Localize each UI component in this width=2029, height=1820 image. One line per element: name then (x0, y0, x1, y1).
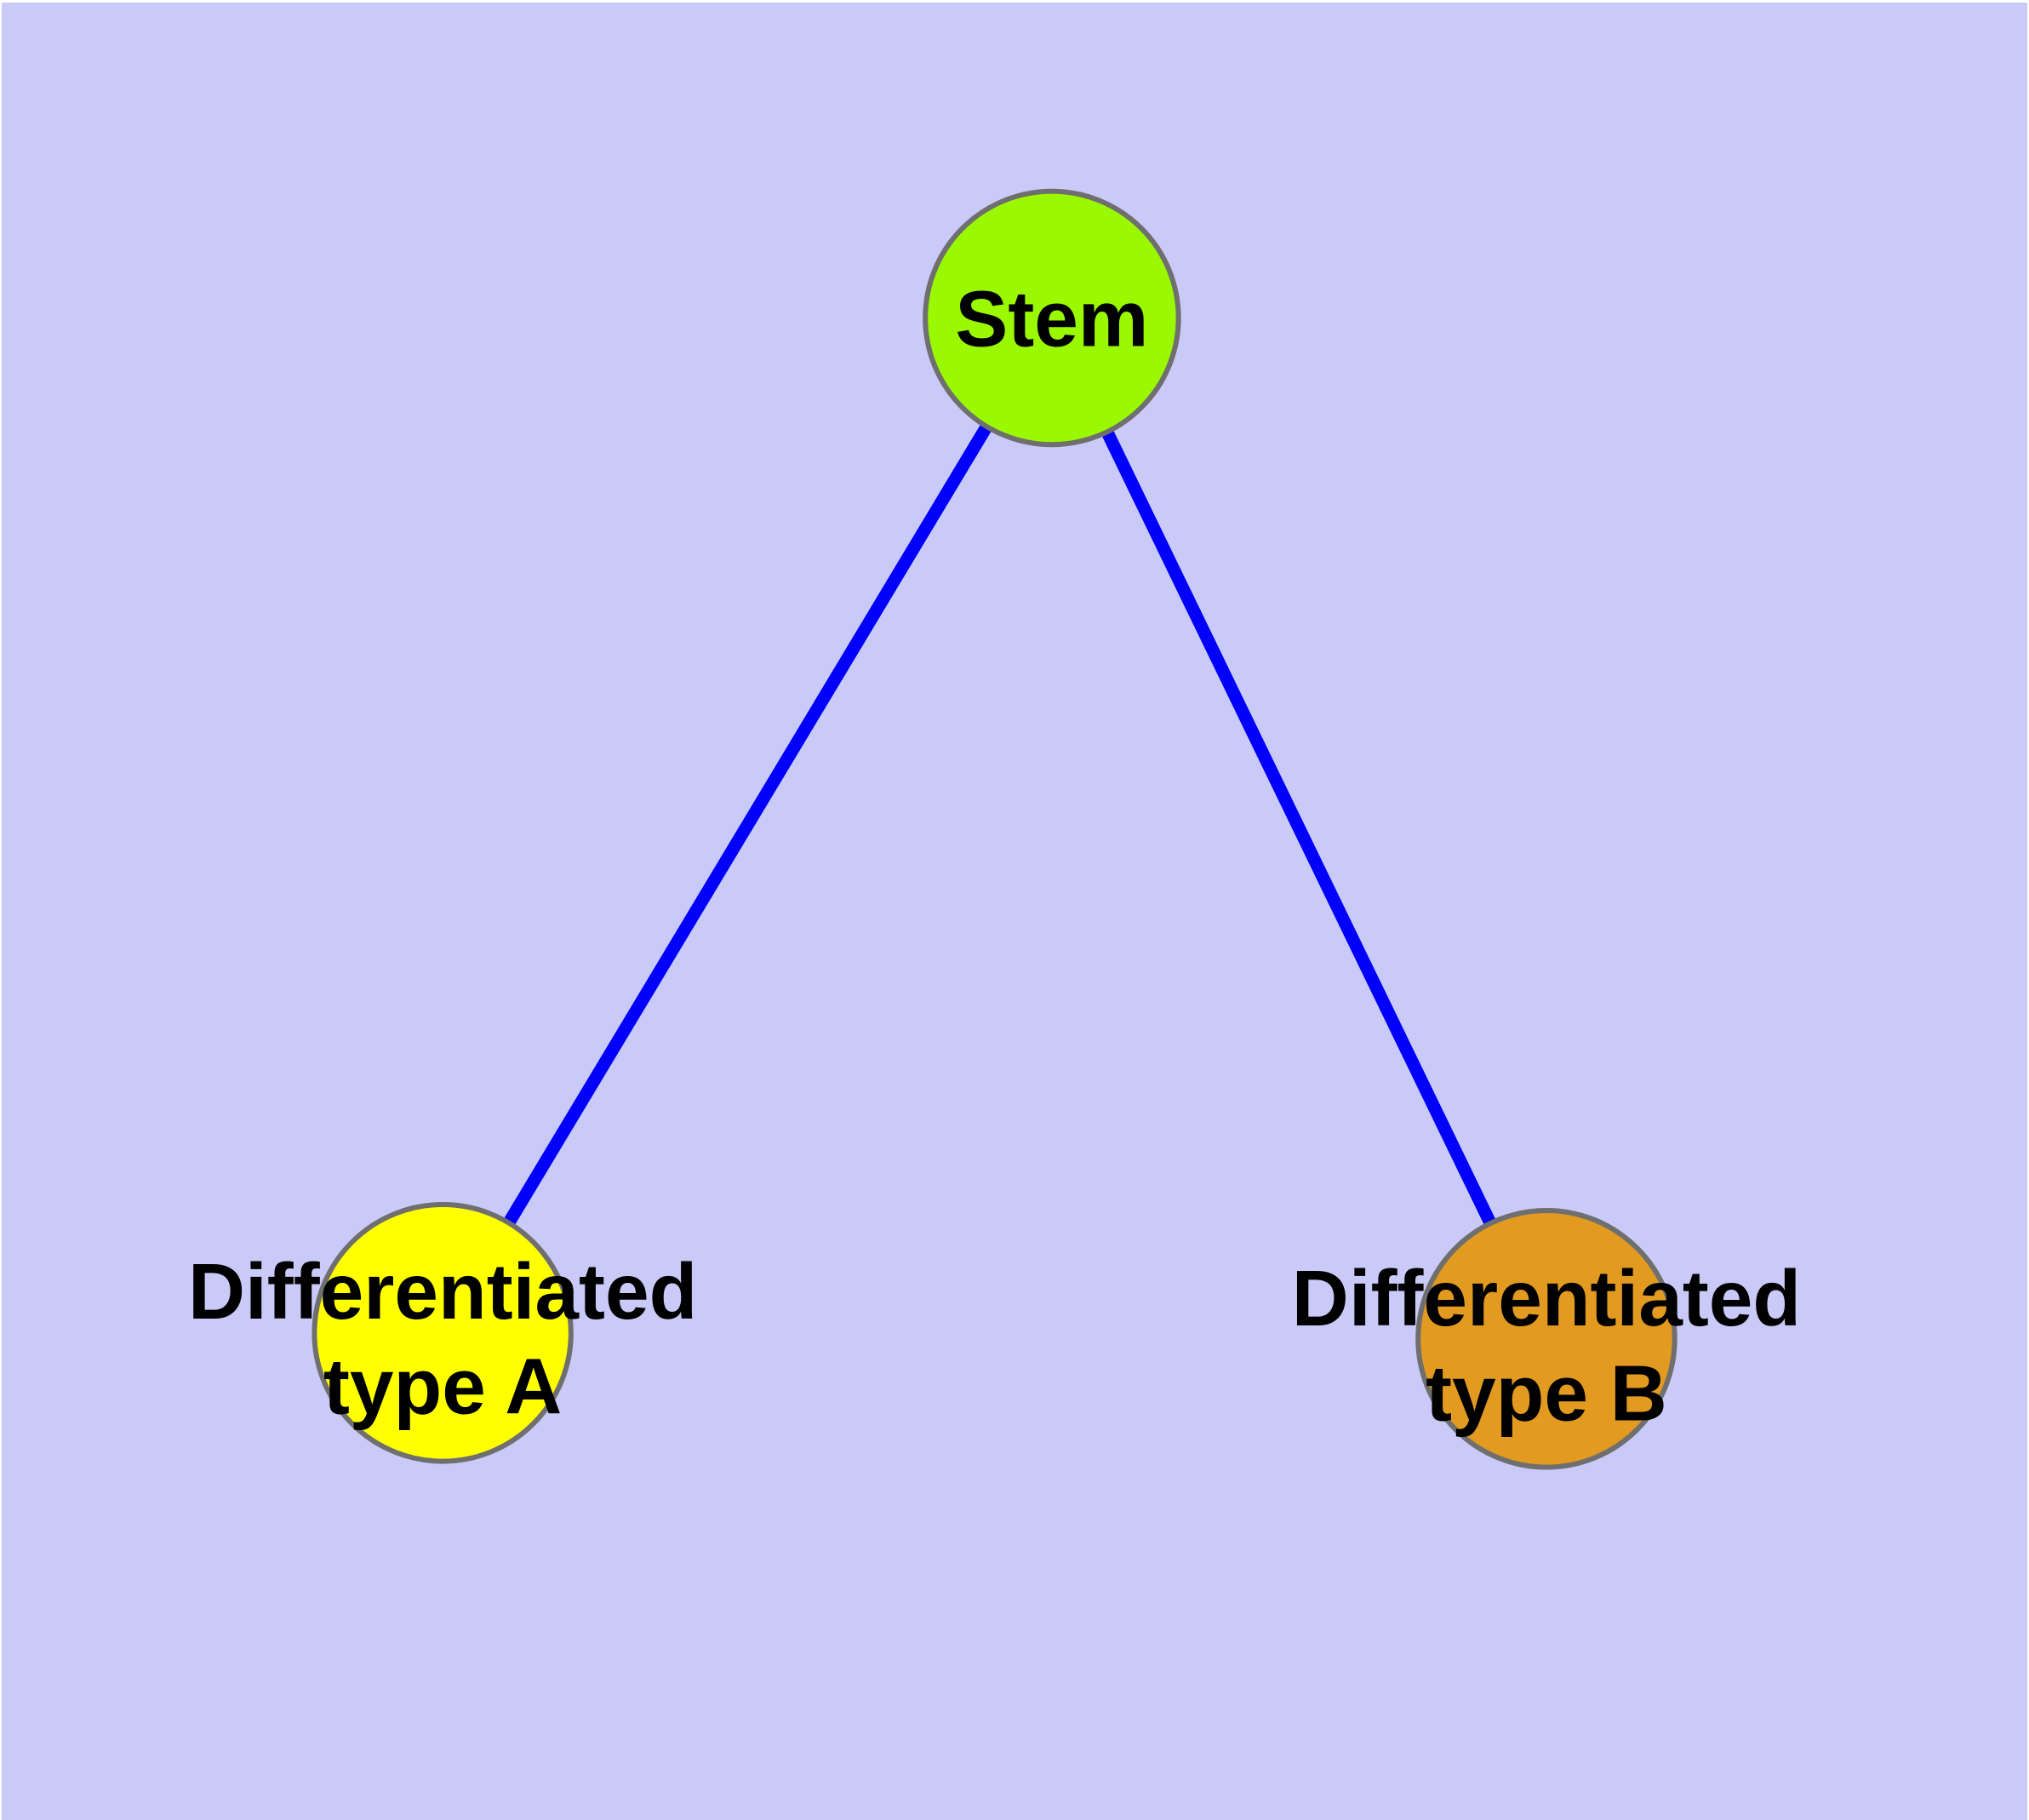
diagram-canvas: Stem Differentiated type A Differentiate… (2, 3, 2027, 1820)
node-stem-circle (923, 188, 1181, 448)
node-type-b-circle (1415, 1208, 1677, 1470)
node-type-b-label-line1: Differentiated (1292, 1254, 1801, 1342)
node-stem-label: Stem (955, 274, 1148, 363)
node-type-a-label-line2: type A (323, 1342, 562, 1431)
edge-stem-to-type-a (437, 314, 1058, 1336)
edge-stem-to-type-b (1046, 315, 1552, 1342)
differentiation-graph: Stem Differentiated type A Differentiate… (2, 3, 2027, 1820)
node-type-a-circle (311, 1202, 574, 1464)
node-type-b-label-line2: type B (1426, 1349, 1667, 1438)
node-type-a-label-line1: Differentiated (188, 1247, 697, 1336)
